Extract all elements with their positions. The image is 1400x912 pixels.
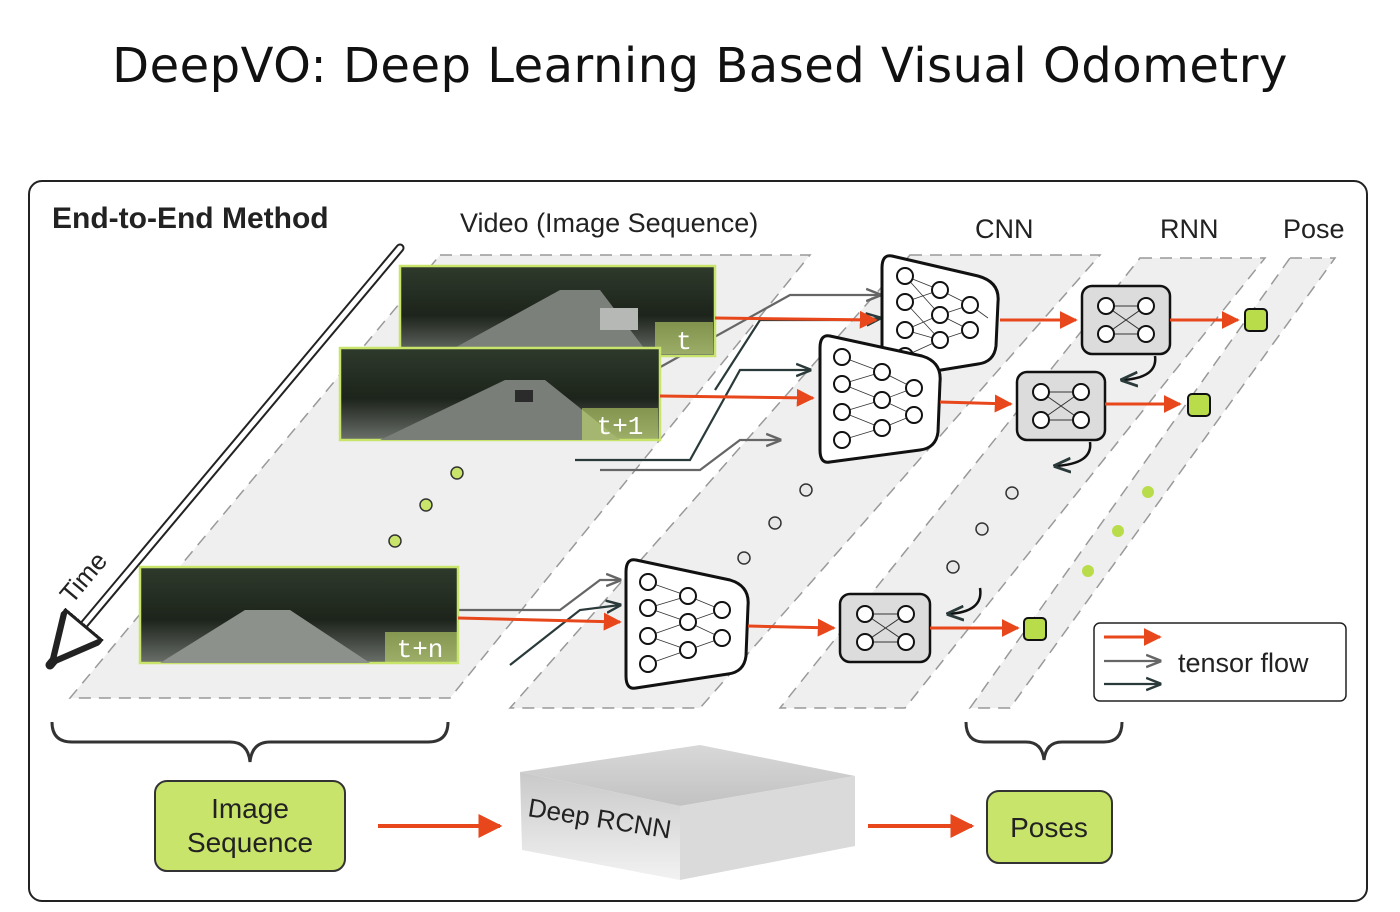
red-flow-arrows [457, 310, 1240, 637]
cnn-block-n [624, 558, 750, 690]
deep-rcnn-box: Deep RCNN [520, 745, 855, 880]
rnn-block-1 [1080, 284, 1172, 356]
ellipsis-dots [388, 466, 1154, 577]
brace-image-sequence [50, 721, 450, 763]
column-header-video: Video (Image Sequence) [460, 208, 758, 238]
image-sequence-box [154, 780, 346, 872]
legend-label: tensor flow [1178, 648, 1309, 678]
frame-label-tn: t+n [397, 635, 444, 665]
brace-poses [964, 721, 1124, 761]
time-arrow [55, 245, 403, 659]
plane-pose [968, 257, 1337, 709]
column-header-cnn: CNN [975, 214, 1034, 244]
frame-label-t: t [676, 327, 692, 357]
frame-t: t [398, 264, 717, 358]
frame-tn: t+n [138, 565, 460, 665]
slide-title: DeepVO: Deep Learning Based Visual Odome… [112, 38, 1288, 94]
rnn-block-2 [1015, 370, 1107, 442]
diagram-frame [28, 180, 1368, 902]
frame-t1: t+1 [338, 346, 662, 442]
recurrent-arrows [948, 355, 1157, 614]
rnn-block-n [838, 592, 932, 664]
column-header-pose: Pose [1283, 214, 1345, 244]
cnn-block-2 [818, 334, 942, 464]
cnn-block-1 [880, 254, 1000, 380]
image-sequence-label: Image Sequence [186, 793, 314, 858]
poses-box [986, 790, 1113, 864]
frame-label-t1: t+1 [597, 412, 644, 442]
poses-label: Poses [1010, 812, 1088, 843]
column-header-rnn: RNN [1160, 214, 1219, 244]
pose-outputs [1023, 308, 1268, 641]
legend: tensor flow [1093, 622, 1347, 702]
method-label: End-to-End Method [52, 202, 329, 235]
image-sequence-label-wrap: Image Sequence [186, 793, 314, 858]
